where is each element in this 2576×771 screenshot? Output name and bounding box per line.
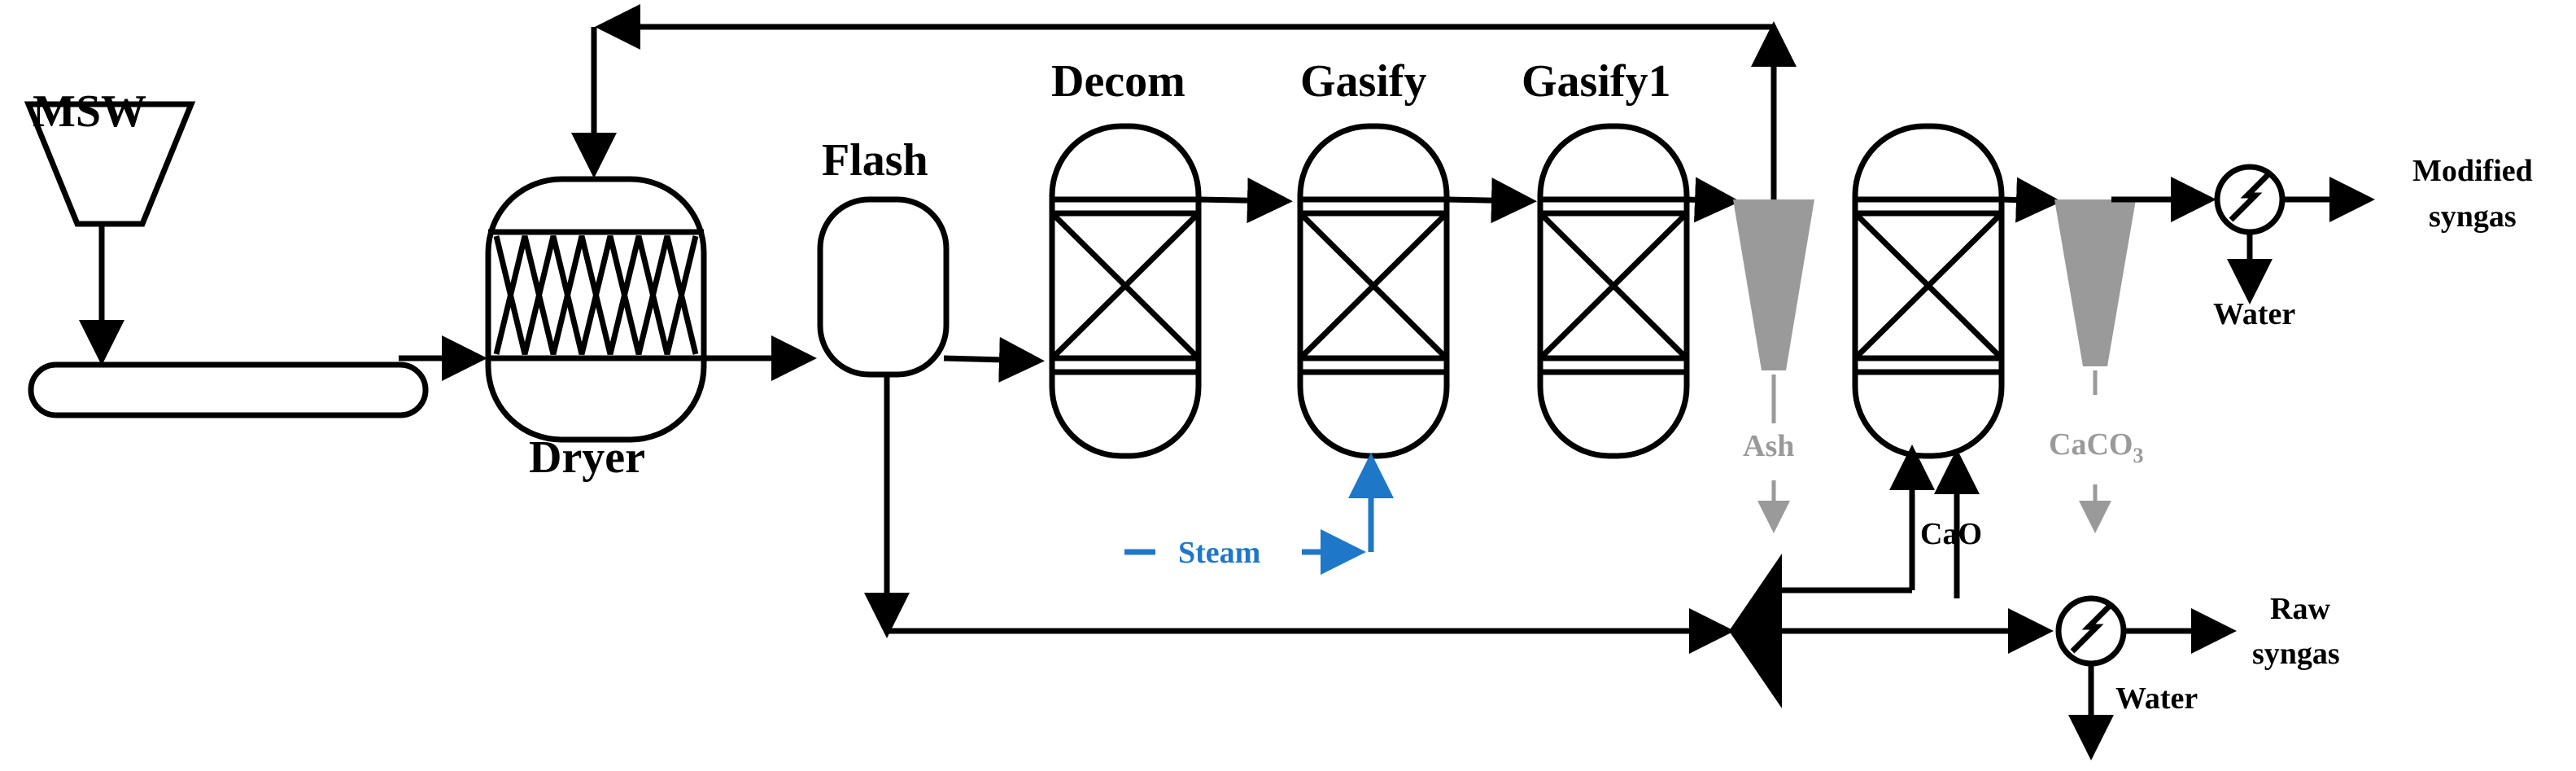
gasify-to-gasify1-stream [1446,177,1537,224]
gasify-reactor [1297,123,1450,459]
gasify1-reactor [1537,123,1690,459]
modified-syngas-label-line1: Modified [2412,154,2533,188]
msw-hopper [24,101,196,227]
steam-label: Steam [1178,536,1260,570]
modified-syngas-cooler [2214,164,2286,235]
raw-syngas-cooler [2055,595,2127,667]
raw-syngas-label-line1: Raw [2270,592,2330,626]
water-bottom-label: Water [2115,681,2198,716]
carbonator-reactor [1852,123,2005,459]
cao-label: CaO [1920,517,1982,551]
decom-to-gasify-stream [1198,177,1293,224]
dryer-vessel [485,176,707,443]
conveyor [28,361,429,418]
ash-cyclone [1733,199,1814,370]
decom-label: Decom [1051,56,1185,107]
carbonator-to-cyclone-stream [2001,177,2062,223]
gasify1-to-cyclone-stream [1686,177,1740,223]
water-top-label: Water [2213,297,2295,331]
gasify1-label: Gasify1 [1522,56,1671,107]
flash-label: Flash [822,135,928,186]
decom-reactor [1049,123,1202,459]
flash-to-decom-stream [943,336,1045,383]
dryer-label: Dryer [529,432,645,483]
flash-vessel [817,196,950,378]
modified-syngas-label-line2: syngas [2429,199,2517,234]
msw-label: MSW [33,86,146,137]
steam-stream [1124,453,1394,575]
caco3-label: CaCO3 [2049,427,2143,467]
splitter [1729,554,1782,708]
recycle-stream [571,4,1797,204]
ash-label: Ash [1743,429,1794,463]
gasify-label: Gasify [1300,56,1427,107]
splitter-outlet-streams [1782,445,2054,654]
caco3-cyclone [2054,199,2136,366]
raw-syngas-label-line2: syngas [2252,637,2340,671]
